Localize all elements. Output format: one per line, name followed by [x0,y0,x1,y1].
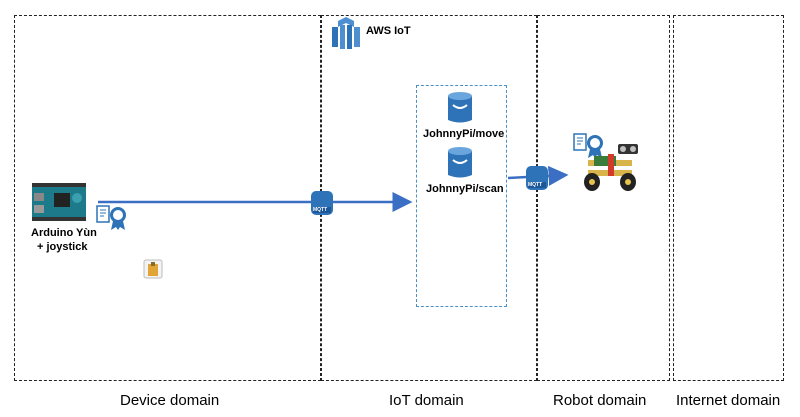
mqtt-badge-label: MQTT [528,182,543,188]
topics-group [416,85,507,307]
certificate-icon [573,133,603,158]
robot-domain-zone [537,15,670,381]
clipboard-icon [143,259,163,279]
topic-scan-label: JohnnyPi/scan [426,183,504,195]
robot-car-icon [584,144,638,191]
certificate-icon [96,205,126,230]
iot-domain-label: IoT domain [389,392,464,409]
arduino-name-line2: + joystick [37,241,88,253]
aws-iot-label: AWS IoT [366,25,411,37]
mqtt-badge-label: MQTT [313,207,328,213]
mqtt-badge-icon [526,166,548,190]
mqtt-badge-icon [311,191,333,215]
device-domain-label: Device domain [120,392,220,409]
topic-move-icon [448,92,472,123]
arduino-name-line1: Arduino Yùn [31,227,97,239]
topic-scan-icon [448,147,472,178]
aws-iot-logo-icon [332,17,360,49]
robot-domain-label: Robot domain [553,392,647,409]
internet-domain-zone [673,15,784,381]
internet-domain-label: Internet domain [676,392,781,409]
topic-move-label: JohnnyPi/move [423,128,505,140]
arduino-board-icon [32,183,86,221]
